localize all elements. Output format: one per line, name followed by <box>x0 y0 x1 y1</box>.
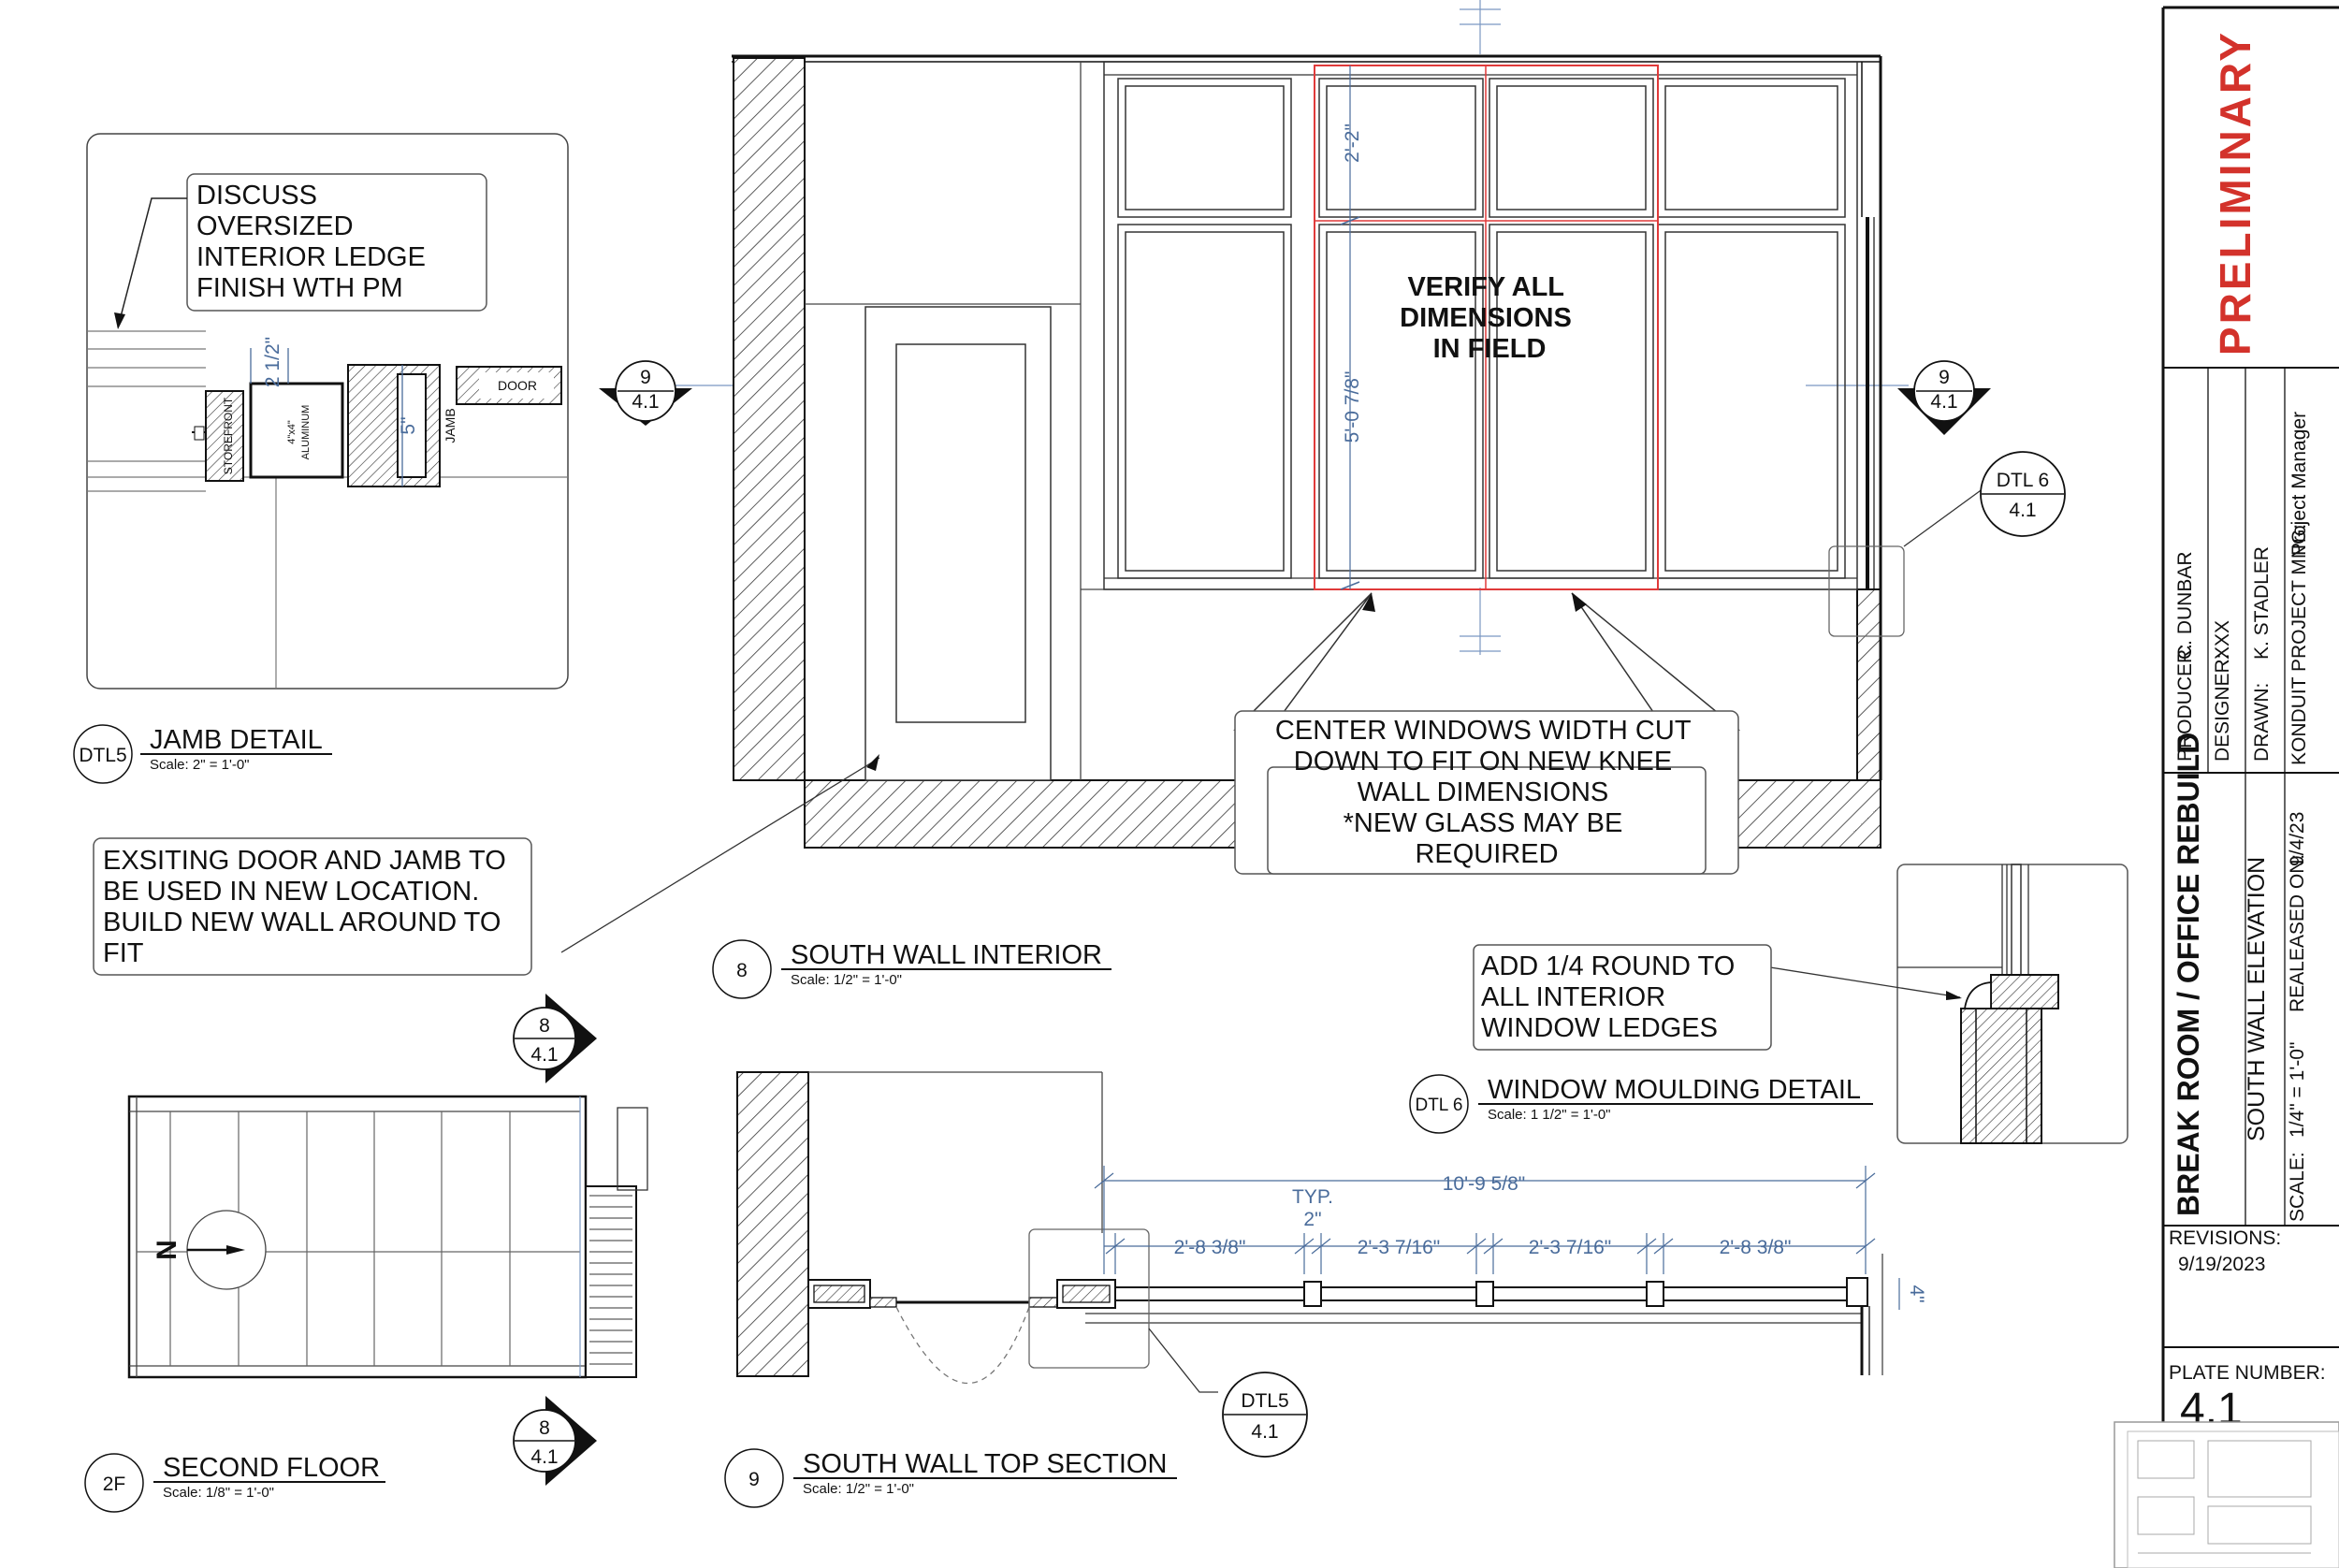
svg-text:4.1: 4.1 <box>632 391 659 413</box>
door-label: DOOR <box>498 378 537 393</box>
jamb-detail-frame <box>86 133 569 690</box>
add-round-note: ADD 1/4 ROUND TO ALL INTERIOR WINDOW LED… <box>1481 951 1742 1043</box>
south-wall-interior-view: 2'-2" 5'-0 7/8" VERIFY ALL DIMENSIONS IN… <box>93 0 2066 999</box>
south-wall-interior-tag: 8 <box>736 960 748 981</box>
section-dim-typ: TYP. <box>1292 1186 1333 1208</box>
sheet-thumbnail[interactable] <box>2114 1421 2339 1568</box>
svg-text:DTL5: DTL5 <box>1241 1390 1288 1412</box>
sheet-title: SOUTH WALL ELEVATION <box>2244 857 2270 1141</box>
south-wall-top-scale: Scale: 1/2" = 1'-0" <box>803 1481 914 1497</box>
dim-2-half: 2 1/2" <box>262 337 283 387</box>
preliminary-stamp: PRELIMINARY <box>2211 30 2259 356</box>
detail-callout-dtl5[interactable]: DTL5 4.1 <box>1222 1372 1308 1458</box>
jamb-label: JAMB <box>443 408 458 443</box>
section-marker-8-bottom[interactable]: 8 4.1 <box>513 1396 597 1486</box>
section-dim-1: 2'-8 3/8" <box>1174 1237 1246 1258</box>
drawn-label: DRAWN: <box>2251 683 2273 762</box>
jamb-detail-scale: Scale: 2" = 1'-0" <box>150 757 250 773</box>
second-floor-title: SECOND FLOOR <box>163 1453 380 1483</box>
aluminum-tube <box>249 382 344 479</box>
svg-text:4.1: 4.1 <box>530 1446 558 1468</box>
second-floor-tag: 2F <box>103 1474 126 1495</box>
center-windows-note: CENTER WINDOWS WIDTH CUT DOWN TO FIT ON … <box>1275 716 1698 869</box>
window-moulding-tag: DTL 6 <box>1415 1096 1462 1115</box>
section-wall <box>736 1071 809 1377</box>
scale-label: SCALE: <box>2287 1152 2308 1222</box>
drawn-value: K. STADLER <box>2251 546 2273 660</box>
south-wall-top-tag: 9 <box>748 1469 760 1490</box>
section-dim-2: 2'-3 7/16" <box>1358 1237 1441 1258</box>
svg-text:DTL 6: DTL 6 <box>1997 470 2049 491</box>
revisions-label: REVISIONS: <box>2169 1227 2281 1249</box>
designer-label: DESIGNER: <box>2212 653 2233 762</box>
svg-text:8: 8 <box>539 1417 550 1439</box>
svg-text:4.1: 4.1 <box>530 1044 558 1066</box>
pm-label: KONDUIT PROJECT MNG: <box>2288 524 2310 765</box>
section-dim-overall: 10'-9 5/8" <box>1443 1173 1526 1195</box>
south-wall-interior-scale: Scale: 1/2" = 1'-0" <box>791 972 902 988</box>
svg-text:9: 9 <box>640 367 651 388</box>
window-moulding-scale: Scale: 1 1/2" = 1'-0" <box>1488 1107 1611 1123</box>
left-wall-section <box>733 57 806 781</box>
revision-date: 9/19/2023 <box>2178 1254 2265 1275</box>
stairs <box>585 1185 637 1378</box>
producer-label: PRODUCER: <box>2174 644 2196 762</box>
section-marker-9-right[interactable]: 9 4.1 <box>1897 360 1991 435</box>
elev-dim-main: 5'-0 7/8" <box>1342 371 1363 443</box>
storefront-label: STOREFRONT <box>222 397 235 474</box>
jamb-detail-title: JAMB DETAIL <box>150 725 323 755</box>
plate-number-label: PLATE NUMBER: <box>2169 1362 2326 1384</box>
jamb-detail-tag: DTL5 <box>79 745 126 766</box>
svg-text:4.1: 4.1 <box>2009 500 2036 521</box>
storefront-frame <box>205 390 244 482</box>
released-value: 9/4/23 <box>2287 812 2308 866</box>
second-floor-scale: Scale: 1/8" = 1'-0" <box>163 1485 274 1501</box>
detail-callout-dtl6[interactable]: DTL 6 4.1 <box>1980 451 2066 537</box>
south-wall-interior-title: SOUTH WALL INTERIOR <box>791 940 1102 970</box>
north-arrow: N <box>152 1210 267 1290</box>
south-wall-top-title: SOUTH WALL TOP SECTION <box>803 1449 1167 1479</box>
section-dim-3: 2'-3 7/16" <box>1529 1237 1612 1258</box>
producer-value: C. DUNBAR <box>2174 551 2196 660</box>
window-moulding-detail-view: ADD 1/4 ROUND TO ALL INTERIOR WINDOW LED… <box>1409 864 2128 1144</box>
section-marker-9-left[interactable]: 9 4.1 <box>599 360 692 426</box>
svg-text:9: 9 <box>1939 367 1950 388</box>
elev-dim-top: 2'-2" <box>1342 123 1363 163</box>
existing-door-note: EXSITING DOOR AND JAMB TO BE USED IN NEW… <box>103 846 514 968</box>
dim-5: 5" <box>398 416 419 434</box>
jamb-detail-view: DOOR JAMB STOREFRONT 4"x4" ALUMINUM 2 1/… <box>73 133 569 784</box>
discuss-ledge-note: DISCUSS OVERSIZED INTERIOR LEDGE FINISH … <box>196 181 433 303</box>
existing-door-note-box <box>93 837 532 976</box>
section-marker-8-top[interactable]: 8 4.1 <box>513 994 597 1083</box>
title-block: PRELIMINARY PRODUCER: C. DUNBAR DESIGNER… <box>2161 6 2339 1568</box>
add-round-note-box <box>1473 944 1772 1051</box>
verify-dimensions-note: VERIFY ALL DIMENSIONS IN FIELD <box>1400 272 1579 364</box>
section-dim-depth: 4" <box>1906 1285 1927 1302</box>
section-dim-typ-value: 2" <box>1303 1209 1321 1230</box>
discuss-ledge-note-box <box>186 173 487 312</box>
pm-value: Project Manager <box>2288 412 2310 556</box>
second-floor-view: N 8 4.1 8 4.1 2F SECOND FLOOR Scale: 1/8… <box>84 994 648 1513</box>
north-label: N <box>152 1240 182 1260</box>
released-label: REALEASED ON: <box>2287 854 2308 1012</box>
designer-value: XXX <box>2212 620 2233 660</box>
project-title: BREAK ROOM / OFFICE REBUILD <box>2172 733 2205 1216</box>
aluminum-label: ALUMINUM <box>300 405 312 460</box>
section-dim-4: 2'-8 3/8" <box>1720 1237 1792 1258</box>
svg-text:4.1: 4.1 <box>1930 391 1957 413</box>
window-moulding-title: WINDOW MOULDING DETAIL <box>1488 1075 1861 1105</box>
south-wall-top-section-view: DTL5 4.1 10'-9 5 <box>724 1071 1927 1508</box>
svg-text:4.1: 4.1 <box>1251 1421 1278 1443</box>
svg-text:8: 8 <box>539 1015 550 1037</box>
scale-value: 1/4" = 1'-0" <box>2287 1042 2308 1138</box>
aluminum-size-label: 4"x4" <box>286 420 298 444</box>
